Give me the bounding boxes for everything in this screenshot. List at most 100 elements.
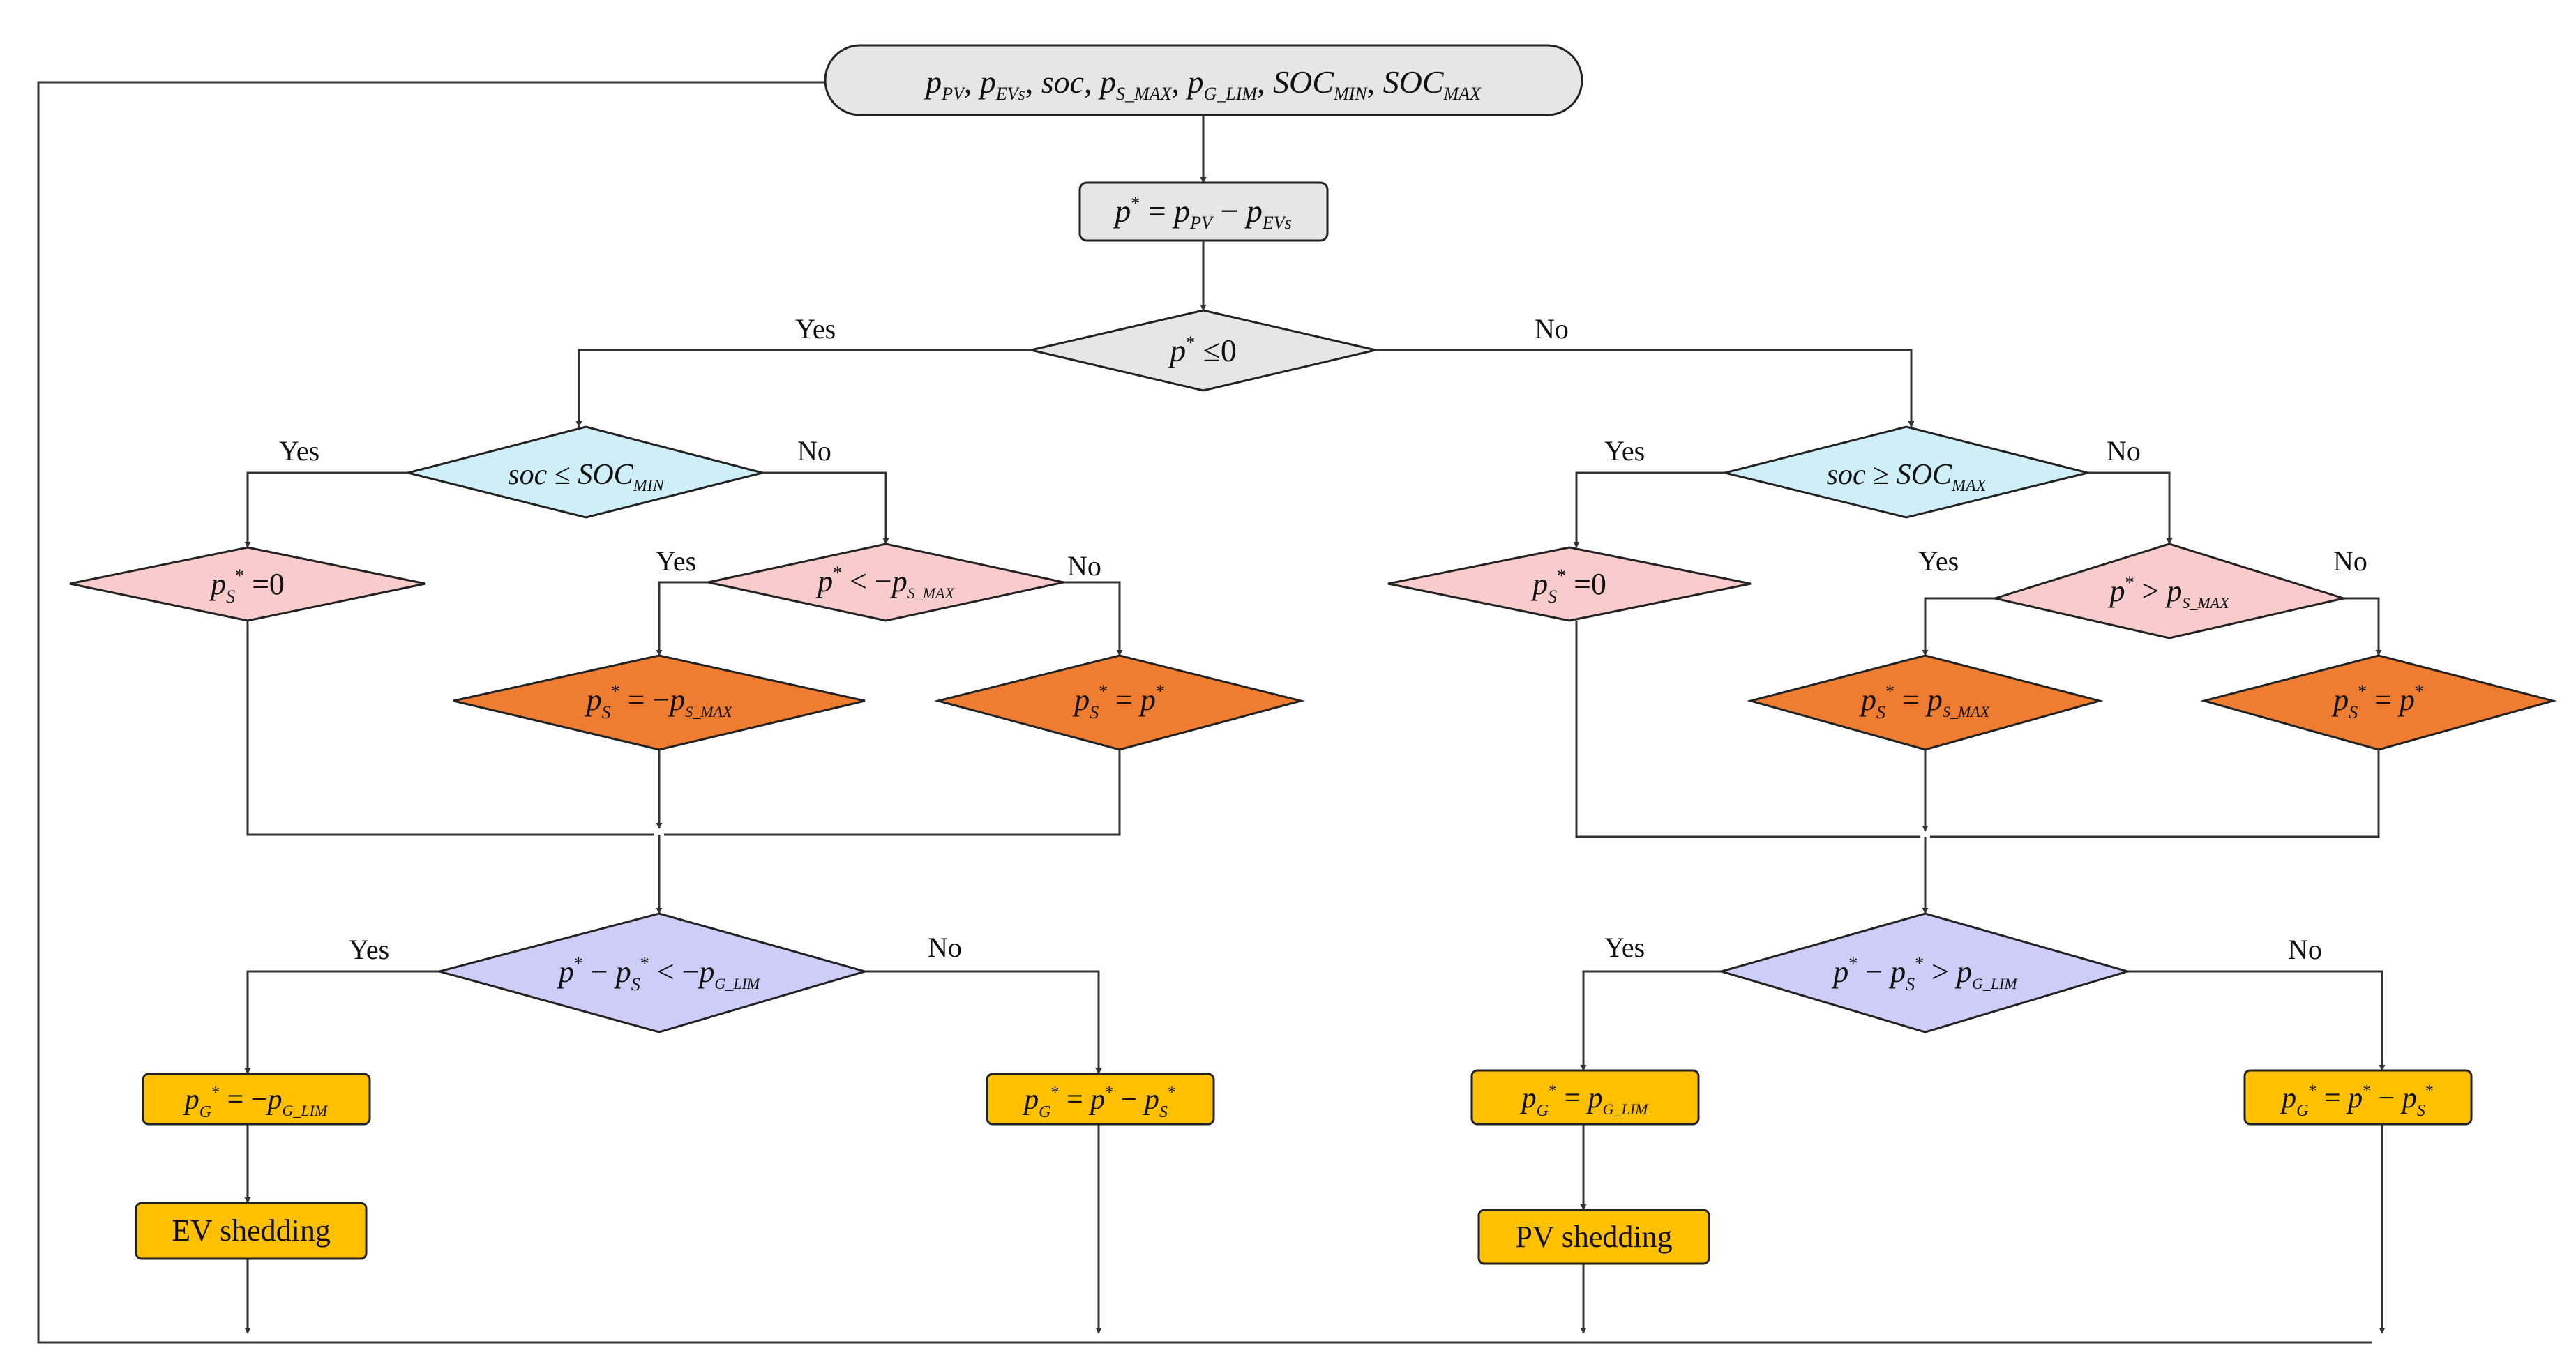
label-yes: Yes — [656, 545, 696, 577]
psz-sup: * — [1557, 566, 1566, 586]
box-ps-eq-pstar-right: pS* = p* — [2200, 654, 2557, 751]
label-yes: Yes — [1604, 932, 1645, 963]
eq-op: = — [1140, 193, 1174, 229]
start-var-soc: soc — [1041, 64, 1084, 100]
svg-text:soc ≤ SOCMIN: soc ≤ SOCMIN — [508, 459, 665, 495]
box-ps-eq-psmax: pS* = pS_MAX — [1747, 654, 2104, 751]
start-var-soc-min: SOC — [1273, 64, 1334, 100]
start-sub-min: MIN — [1333, 84, 1368, 104]
start-var-p: p — [924, 64, 942, 100]
pgt-sup: * — [2125, 573, 2134, 593]
eq-p: p — [1172, 193, 1190, 229]
svg-text:p* < −pS_MAX: p* < −pS_MAX — [815, 563, 955, 602]
socmax-sub: MAX — [1951, 477, 1987, 495]
pgd-sub: G — [2296, 1102, 2308, 1120]
box-ev-shedding: EV shedding — [135, 1202, 368, 1260]
pgl-p: p — [1520, 1082, 1537, 1114]
svg-text:pPV, pEVs, soc, pS_MAX, pG_LIM: pPV, pEVs, soc, pS_MAX, pG_LIM, SOCMIN, … — [924, 64, 1482, 104]
eq-op: − — [1212, 193, 1246, 229]
pnm-sup: * — [611, 681, 620, 702]
feedback-loop-line — [37, 79, 1104, 1344]
decision-ps-zero-right: pS* =0 — [1387, 546, 1752, 622]
decision-pstar-gt-psmax: p* > pS_MAX — [1991, 543, 2348, 639]
psp-op: = — [2367, 683, 2400, 717]
gl-p3: p — [697, 955, 714, 989]
svg-text:pS* = −pS_MAX: pS* = −pS_MAX — [585, 681, 733, 722]
connector-socmin-no — [762, 471, 889, 545]
start-var-p: p — [1185, 64, 1203, 100]
eq-sup-star: * — [1131, 193, 1140, 213]
connector-socmin-yes — [244, 471, 408, 548]
pgd-op2: − — [2371, 1082, 2402, 1114]
gl-sub3: G_LIM — [714, 975, 760, 992]
gl-sub: S — [631, 974, 640, 994]
start-sep: , — [964, 64, 980, 100]
pnm-p: p — [585, 683, 602, 717]
start-sub-glim: G_LIM — [1203, 84, 1258, 104]
connector-pstarlt-yes — [656, 581, 708, 656]
box-pv-shedding: PV shedding — [1477, 1209, 1710, 1265]
svg-text:p* − pS* > pG_LIM: p* − pS* > pG_LIM — [1831, 953, 2018, 994]
pgl-op: = — [1557, 1082, 1588, 1114]
psz-p: p — [209, 567, 226, 601]
connector-gridleft-no — [865, 970, 1102, 1075]
connector-right-merge — [1575, 621, 1920, 838]
dm-op: ≤0 — [1195, 333, 1237, 368]
label-no: No — [1535, 313, 1569, 344]
pgd-p3: p — [1143, 1084, 1159, 1116]
psz-op: =0 — [244, 567, 285, 601]
gr-op: − — [1858, 955, 1890, 989]
svg-text:pG* = p* − pS*: pG* = p* − pS* — [2280, 1082, 2434, 1120]
plt-op: < − — [842, 564, 892, 598]
start-var-p: p — [978, 64, 996, 100]
pgd-p2: p — [1088, 1084, 1105, 1116]
plt-p: p — [815, 564, 833, 598]
connectors — [37, 79, 2386, 1344]
svg-text:p* ≤0: p* ≤0 — [1168, 333, 1237, 368]
label-yes: Yes — [1918, 545, 1959, 577]
box-ps-eq-pstar-left: pS* = p* — [934, 654, 1305, 751]
label-yes: Yes — [795, 313, 836, 344]
socmax-soc: soc — [1827, 459, 1866, 491]
pgd-sub3: S — [1159, 1103, 1168, 1121]
connector-pstargt-yes — [1922, 597, 1995, 656]
eq-p: p — [1244, 193, 1263, 229]
pgn-sub2: G_LIM — [282, 1102, 328, 1119]
gr-sup: * — [1848, 953, 1858, 974]
connector-main-no — [1376, 349, 1915, 427]
pv-shedding-label: PV shedding — [1515, 1220, 1672, 1254]
pgn-p: p — [183, 1084, 199, 1116]
connector-gridright-no — [2127, 970, 2386, 1071]
psp-sup: * — [2358, 681, 2367, 702]
label-no: No — [928, 932, 962, 963]
pgd-sup3: * — [1168, 1084, 1176, 1102]
pgd-p: p — [1022, 1084, 1039, 1116]
psz-op: =0 — [1566, 567, 1606, 601]
psz-sup: * — [235, 566, 244, 586]
label-yes: Yes — [279, 435, 319, 467]
svg-text:pS* = pS_MAX: pS* = pS_MAX — [1859, 681, 1991, 722]
pm-sub2: S_MAX — [1943, 703, 1991, 720]
decision-soc-le-socmin: soc ≤ SOCMIN — [407, 425, 763, 519]
pnm-sub2: S_MAX — [685, 703, 733, 720]
psz-sub: S — [1548, 586, 1557, 607]
svg-text:soc ≥ SOCMAX: soc ≥ SOCMAX — [1827, 459, 1987, 495]
dm-p: p — [1168, 333, 1186, 368]
box-pg-glim: pG* = pG_LIM — [1470, 1069, 1700, 1126]
start-sep: , — [1025, 64, 1041, 100]
pnm-op: = − — [620, 683, 670, 717]
decision-grid-right: p* − pS* > pG_LIM — [1717, 912, 2132, 1033]
svg-text:p* − pS* < −pG_LIM: p* − pS* < −pG_LIM — [557, 953, 761, 994]
label-no: No — [2288, 934, 2322, 965]
start-sub-smax: S_MAX — [1116, 84, 1173, 104]
decision-pstar-le-zero: p* ≤0 — [1030, 309, 1376, 392]
pgn-sub: G — [199, 1103, 211, 1121]
box-ps-neg-psmax: pS* = −pS_MAX — [453, 654, 866, 751]
pgd-op: = — [1059, 1084, 1090, 1116]
pgn-p2: p — [265, 1084, 282, 1116]
pgd-sub3: S — [2417, 1102, 2425, 1120]
plt-sup: * — [833, 563, 842, 583]
psp-p: p — [1072, 683, 1090, 717]
start-sep: , — [1084, 64, 1100, 100]
svg-text:p* > pS_MAX: p* > pS_MAX — [2107, 573, 2230, 612]
